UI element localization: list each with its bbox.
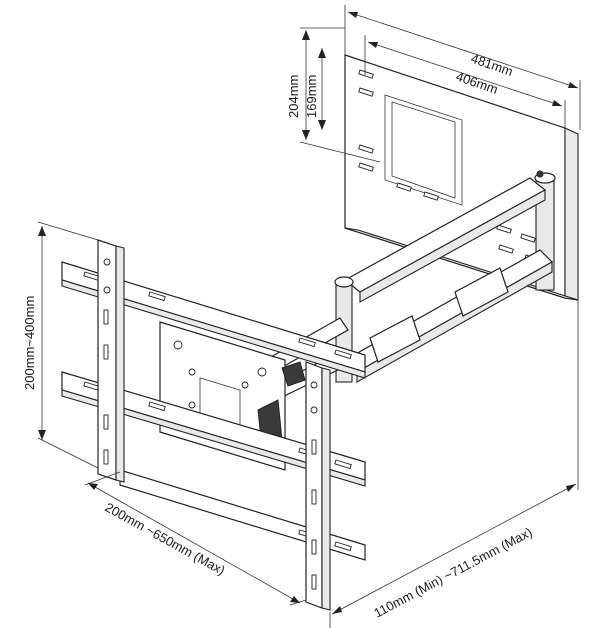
tv-bracket — [61, 239, 366, 611]
articulating-arms — [261, 177, 553, 401]
dim-vesa-vertical: 200mm~400mm — [22, 296, 37, 390]
dim-arm-extension: 110mm (Min) ~711.5mm (Max) — [371, 524, 534, 620]
dim-204mm: 204mm — [286, 75, 301, 118]
dimension-lines — [37, 5, 581, 628]
dim-169mm: 169mm — [304, 75, 319, 118]
